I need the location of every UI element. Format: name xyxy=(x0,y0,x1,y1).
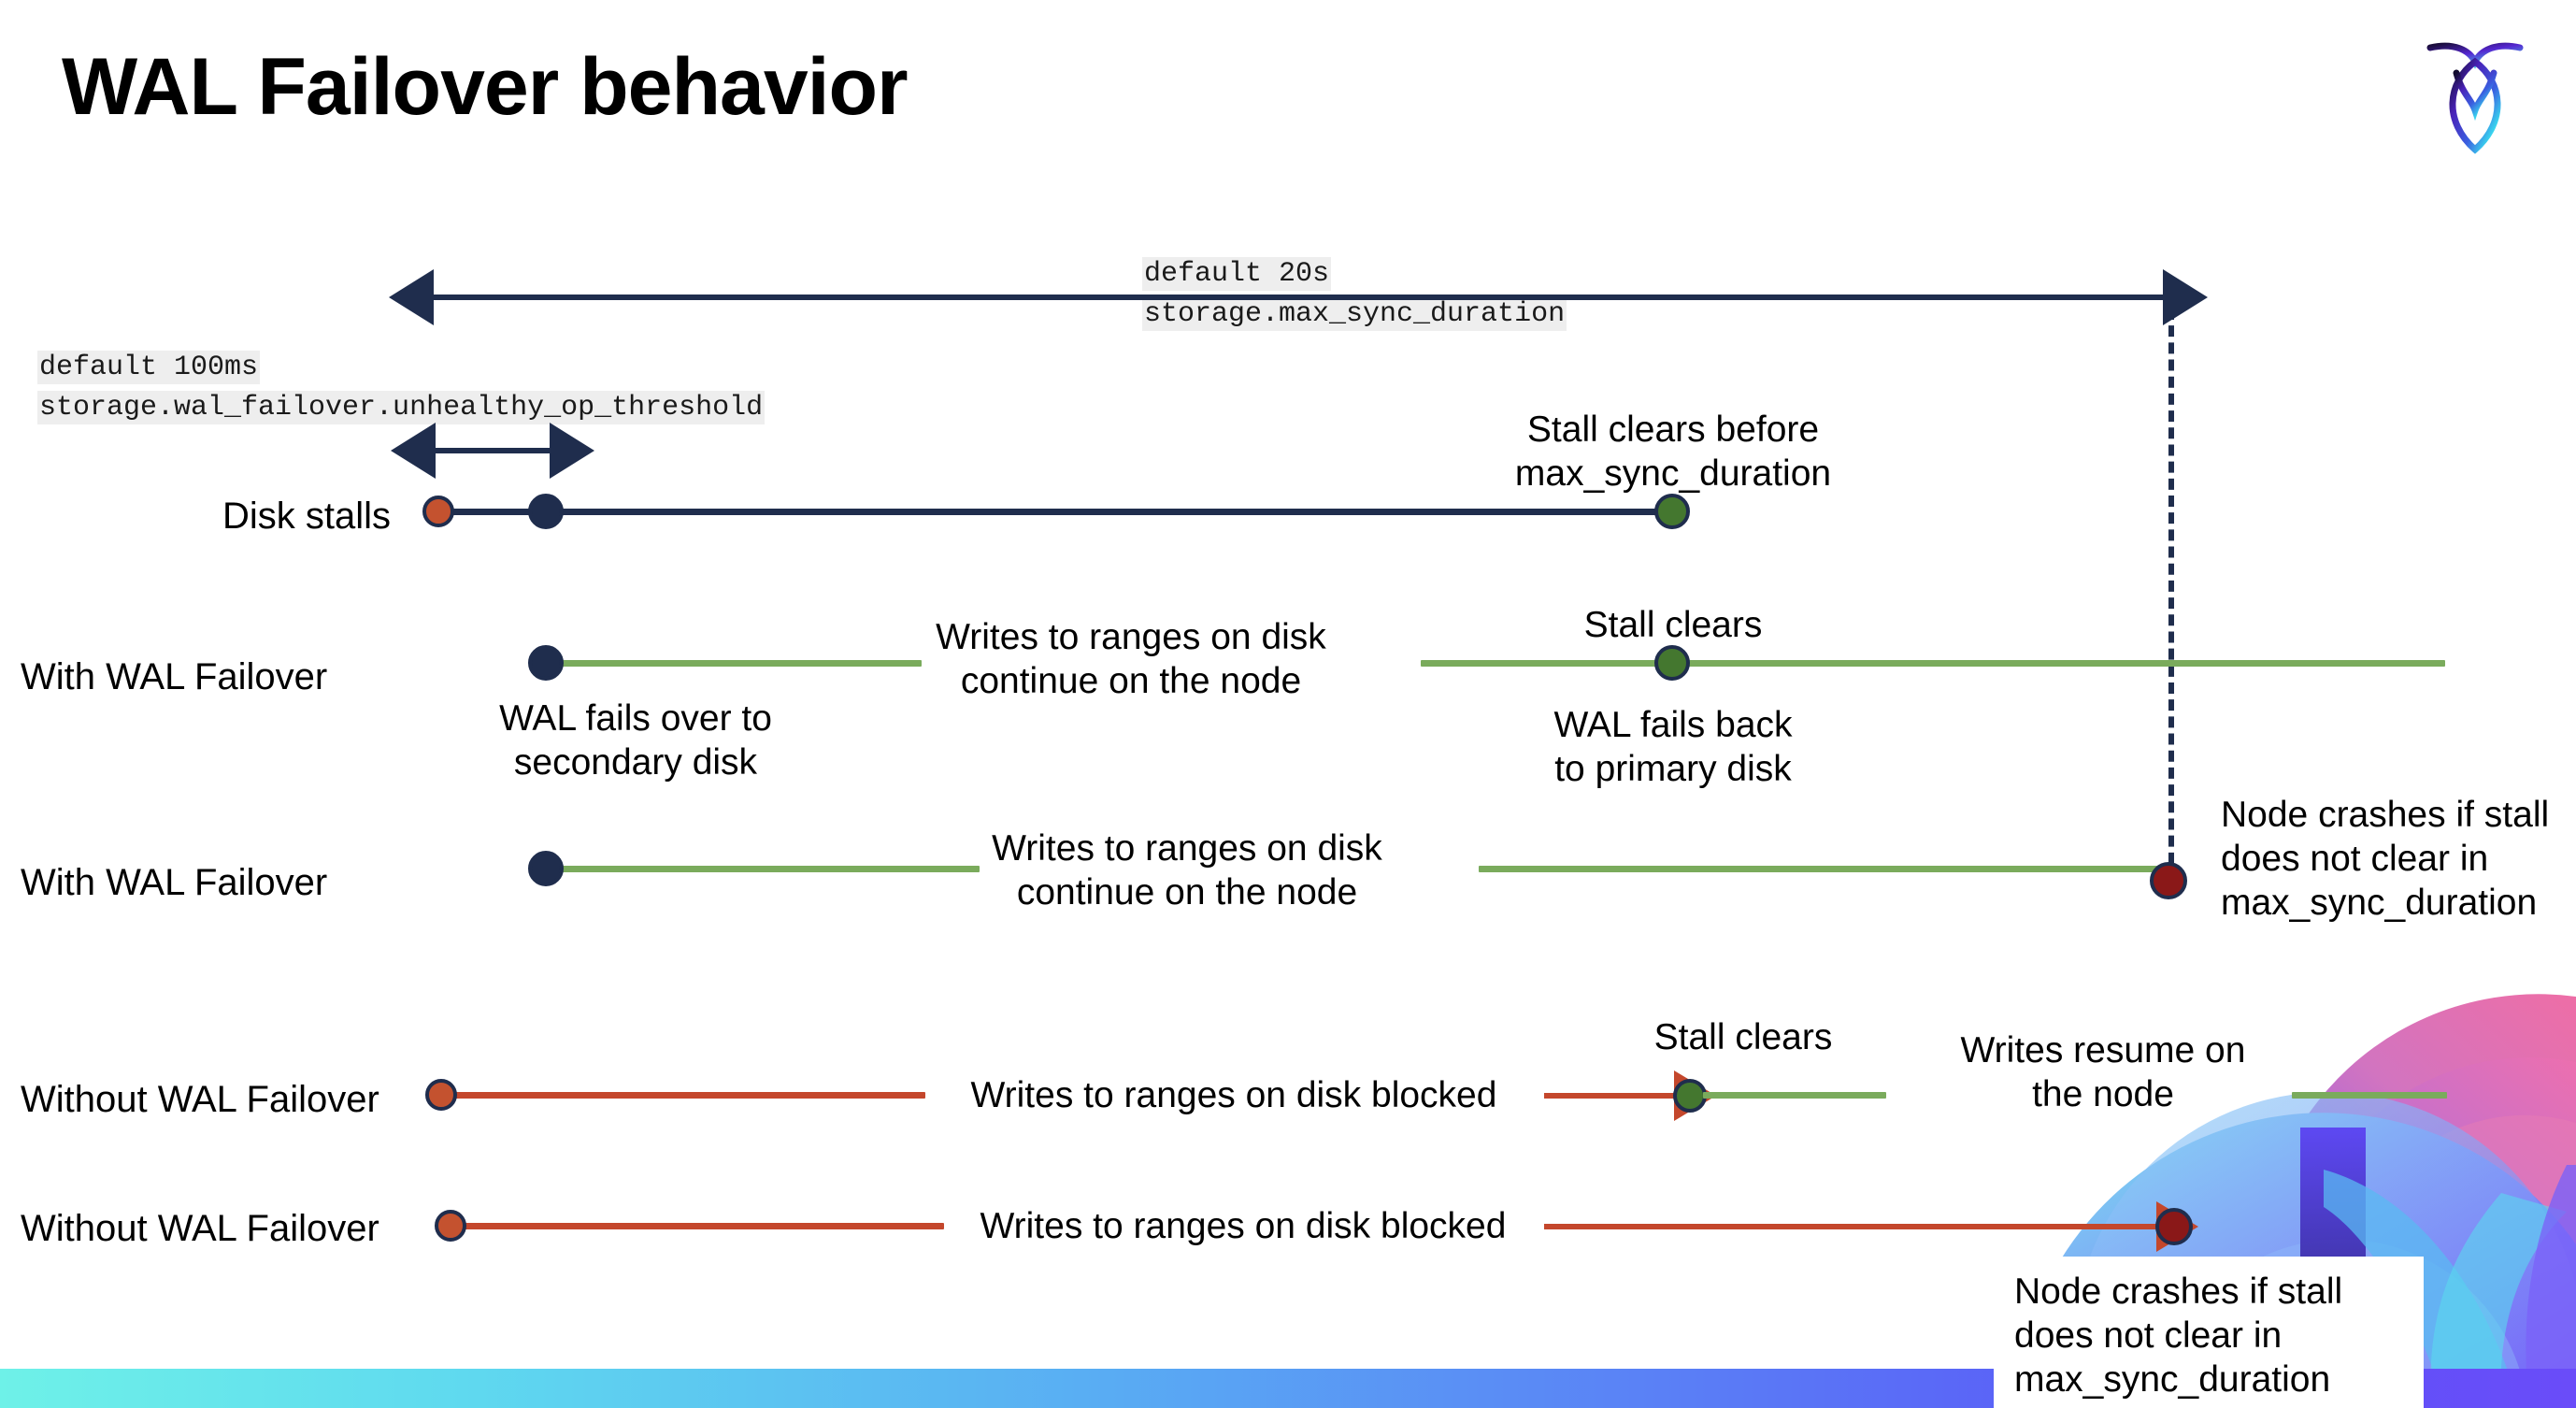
annotation-writes-blocked-2: Writes to ranges on disk blocked xyxy=(980,1206,1507,1246)
disk-stall-start-dot-3 xyxy=(435,1210,466,1242)
row-label-with-wal-failover-2: With WAL Failover xyxy=(21,862,328,903)
annotation-writes-continue-2: Writes to ranges on disk continue on the… xyxy=(992,828,1382,912)
wal-failover-green-seg-2a xyxy=(540,866,980,872)
wal-failover-start-dot-2 xyxy=(528,851,564,886)
wal-failover-green-seg-2b xyxy=(1479,866,2178,872)
annotation-writes-blocked-1: Writes to ranges on disk blocked xyxy=(970,1075,1497,1115)
disk-stall-start-dot xyxy=(422,496,454,527)
max-sync-default-text: default 20s xyxy=(1142,257,1332,291)
annotation-node-crashes-2: Node crashes if stall does not clear in … xyxy=(2014,1272,2343,1400)
writes-resume-green-seg-1 xyxy=(1703,1092,1886,1099)
max-sync-duration-callout: default 20s storage.max_sync_duration xyxy=(1142,254,1567,335)
unhealthy-threshold-callout: default 100ms storage.wal_failover.unhea… xyxy=(37,348,766,428)
page-title: WAL Failover behavior xyxy=(62,42,909,132)
wal-failover-trigger-dot xyxy=(528,494,564,529)
annotation-writes-resume: Writes resume on the node xyxy=(1960,1030,2246,1114)
annotation-wal-fails-over: WAL fails over to secondary disk xyxy=(499,698,772,783)
wal-failback-dot-1 xyxy=(1654,645,1690,681)
row-label-disk-stalls: Disk stalls xyxy=(222,496,392,537)
max-sync-name-text: storage.max_sync_duration xyxy=(1142,297,1567,331)
wal-failover-green-seg-1a xyxy=(540,660,922,667)
disk-stall-start-dot-2 xyxy=(425,1079,457,1111)
annotation-stall-clears-before: Stall clears before max_sync_duration xyxy=(1514,409,1832,494)
node-crash-callout-box: Node crashes if stall does not clear in … xyxy=(1994,1257,2424,1408)
unhealthy-name-text: storage.wal_failover.unhealthy_op_thresh… xyxy=(37,391,766,424)
unhealthy-default-text: default 100ms xyxy=(37,351,261,384)
wal-failover-green-seg-1b xyxy=(1421,660,2445,667)
cockroachdb-logo-icon xyxy=(2419,24,2531,161)
writes-blocked-orange-seg-1 xyxy=(449,1092,925,1099)
row-label-with-wal-failover-1: With WAL Failover xyxy=(21,656,328,697)
wal-failover-start-dot-1 xyxy=(528,645,564,681)
annotation-node-crashes-1: Node crashes if stall does not clear in … xyxy=(2221,795,2550,923)
node-crash-dot-1 xyxy=(2150,862,2187,899)
writes-resume-green-seg-1b xyxy=(2292,1092,2447,1099)
row-label-without-wal-failover-1: Without WAL Failover xyxy=(21,1079,379,1120)
max-sync-dashed-dropline xyxy=(2168,309,2174,881)
node-crash-dot-2 xyxy=(2155,1208,2193,1245)
disk-stall-clear-dot xyxy=(1654,494,1690,529)
row-label-without-wal-failover-2: Without WAL Failover xyxy=(21,1208,379,1249)
annotation-wal-fails-back: WAL fails back to primary disk xyxy=(1553,705,1793,789)
writes-blocked-orange-seg-2 xyxy=(458,1223,944,1229)
disk-stalls-timeline xyxy=(439,509,1678,515)
annotation-stall-clears-2: Stall clears xyxy=(1653,1017,1833,1057)
annotation-stall-clears-1: Stall clears xyxy=(1583,605,1763,645)
stall-clears-dot-1 xyxy=(1673,1079,1707,1113)
annotation-writes-continue-1: Writes to ranges on disk continue on the… xyxy=(936,617,1326,701)
